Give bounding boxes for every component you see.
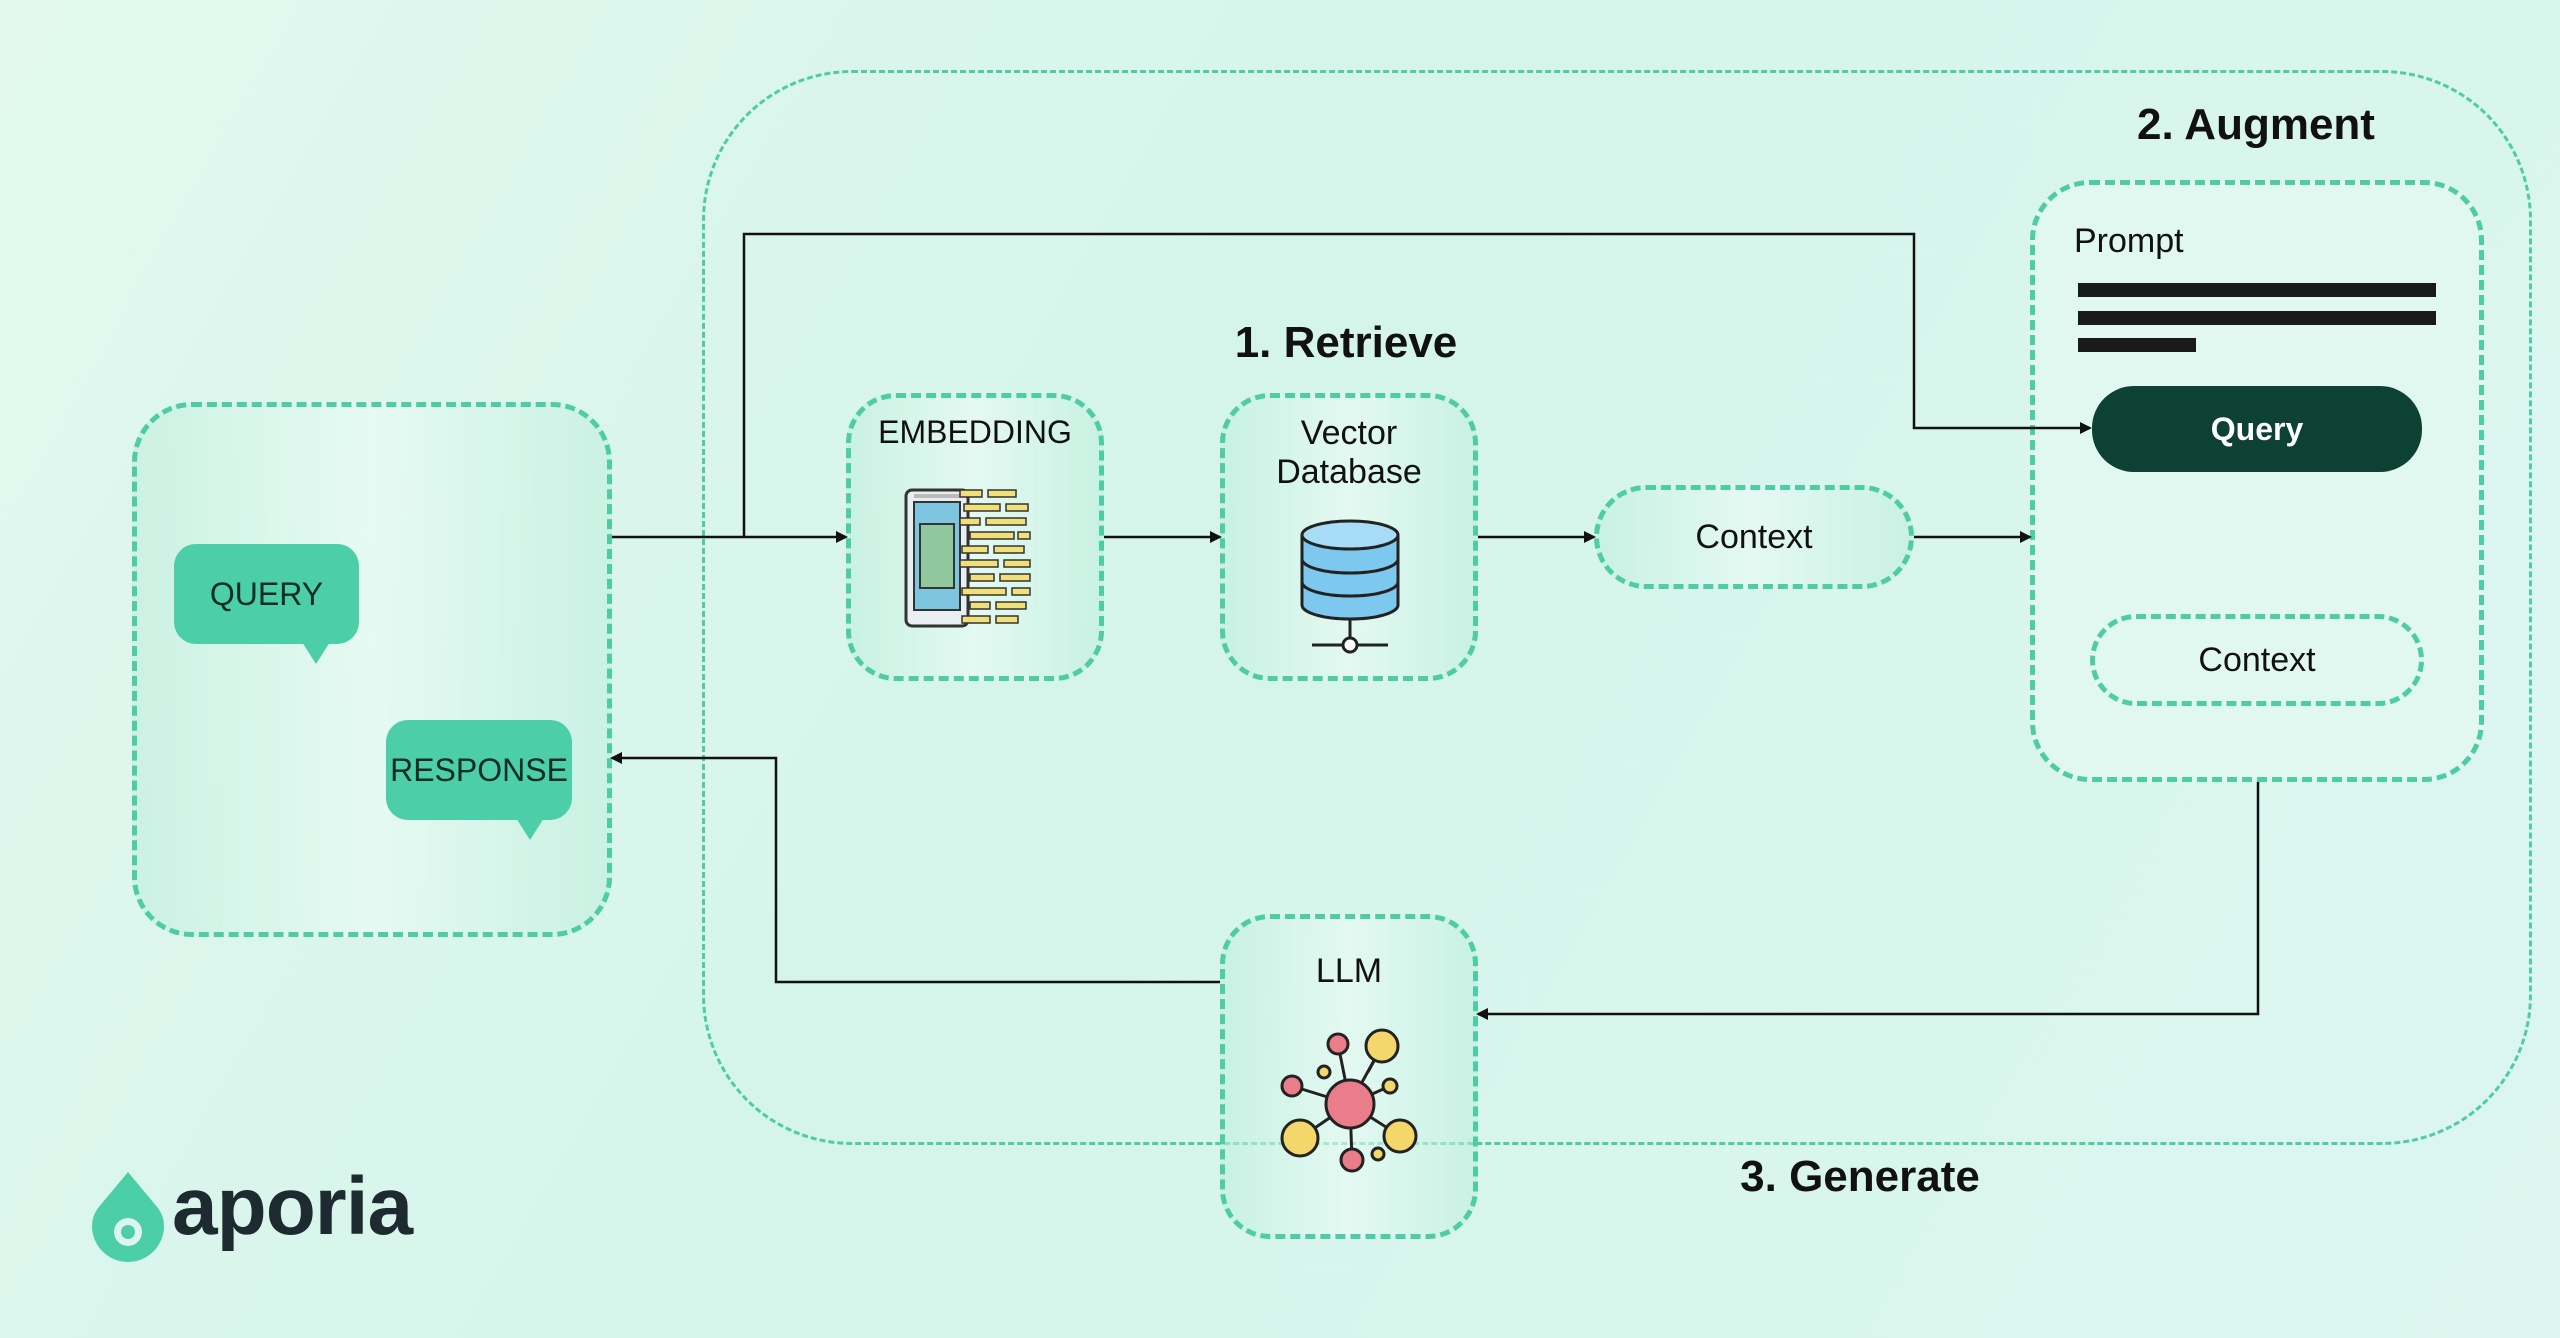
vector-database-label-line1: Vector <box>1300 414 1398 452</box>
query-bubble: QUERY <box>174 544 359 664</box>
arrow-prompt-to-llm <box>1476 782 2260 1020</box>
document-code-icon <box>904 488 1031 628</box>
prompt-context-label: Context <box>2198 640 2316 679</box>
llm-label: LLM <box>1315 952 1383 990</box>
response-bubble-label: RESPONSE <box>390 751 568 788</box>
prompt-text-line-2 <box>2078 311 2436 325</box>
embedding-label: EMBEDDING <box>878 414 1072 450</box>
prompt-query-pill: Query <box>2092 386 2422 472</box>
vector-database-label-line2: Database <box>1276 453 1422 491</box>
embedding-box <box>846 393 1104 681</box>
llm-box <box>1220 914 1478 1239</box>
prompt-label: Prompt <box>2074 222 2184 260</box>
context-node: Context <box>1594 485 1914 589</box>
prompt-context-pill: Context <box>2090 614 2424 706</box>
response-bubble: RESPONSE <box>386 720 572 840</box>
context-node-label: Context <box>1695 517 1813 556</box>
prompt-text-line-3 <box>2078 338 2196 352</box>
step-augment-title: 2. Augment <box>2137 100 2375 149</box>
prompt-text-line-1 <box>2078 283 2436 297</box>
prompt-query-label: Query <box>2210 410 2304 447</box>
step-generate-title: 3. Generate <box>1740 1152 1980 1201</box>
query-bubble-label: QUERY <box>209 575 324 612</box>
aporia-logo-icon <box>92 1172 164 1262</box>
database-icon <box>1300 519 1400 654</box>
arrow-llm-to-user <box>610 752 1220 984</box>
arrow-query-to-prompt <box>742 232 2092 537</box>
neural-network-icon <box>1280 1028 1418 1173</box>
pipeline-boundary <box>702 70 2532 1145</box>
step-retrieve-title: 1. Retrieve <box>1234 318 1458 367</box>
user-panel <box>132 402 612 937</box>
aporia-logo-text: aporia <box>172 1161 413 1252</box>
